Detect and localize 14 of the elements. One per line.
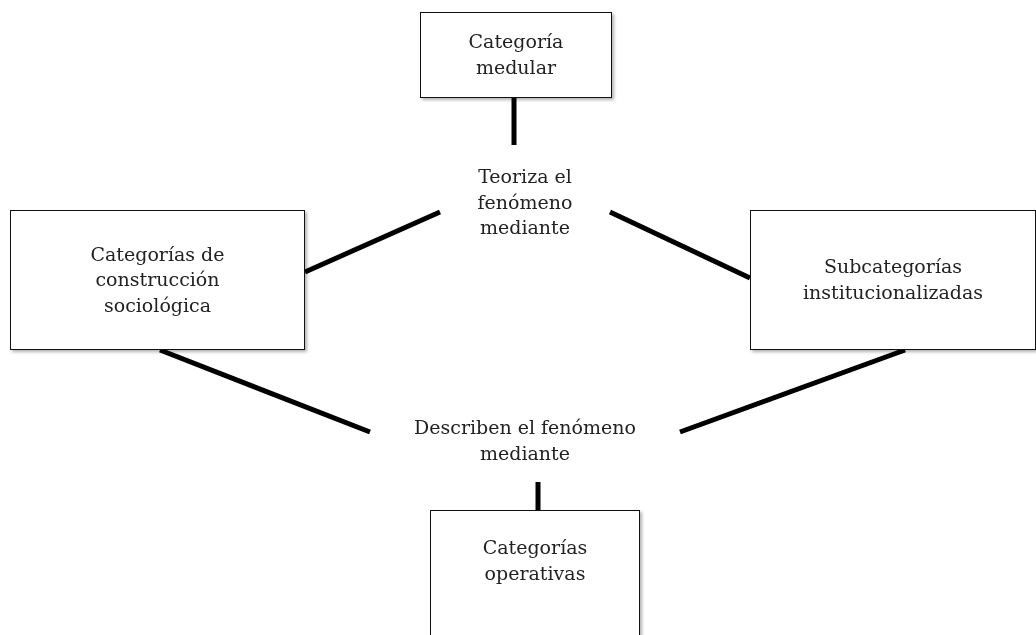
- connector-line: [608, 209, 752, 281]
- node-label: Describen el fenómeno mediante: [413, 415, 637, 466]
- connector-line: [535, 482, 541, 510]
- category-box: [430, 510, 640, 635]
- node-label: Categorías de construcción sociológica: [89, 241, 226, 318]
- node-label: Teoriza el fenómeno mediante: [476, 164, 574, 241]
- category-box: [10, 210, 305, 350]
- node-label: Categoría medular: [467, 29, 565, 80]
- category-box: [750, 210, 1036, 350]
- connector-line: [304, 209, 441, 275]
- node-label: Subcategorías institucionalizadas: [801, 254, 985, 305]
- node-label: Categorías operativas: [481, 535, 589, 586]
- connector-line: [511, 98, 517, 145]
- category-box: [420, 12, 612, 98]
